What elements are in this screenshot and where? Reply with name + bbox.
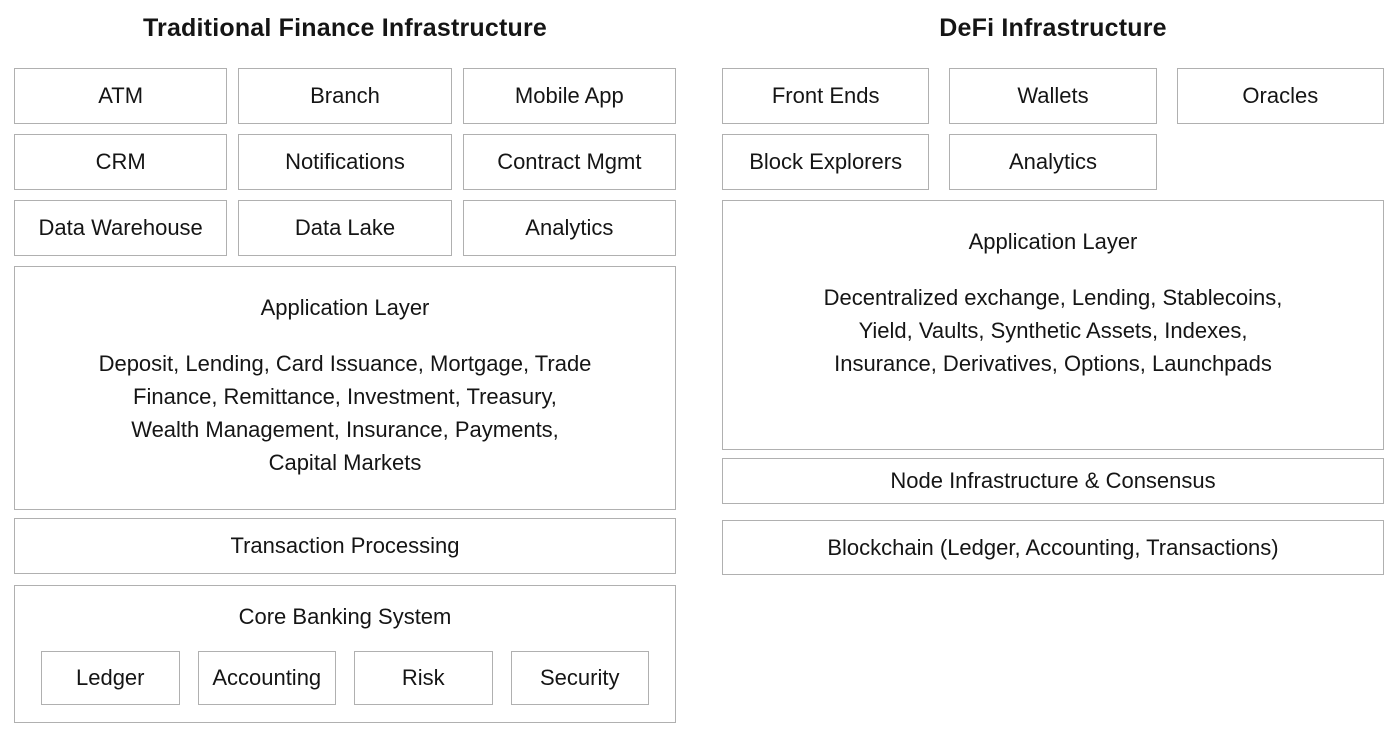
- transaction-processing-box: Transaction Processing: [14, 518, 676, 574]
- core-banking-system-title: Core Banking System: [238, 604, 452, 629]
- tradfi-row-data: Data Warehouse Data Lake Analytics: [14, 200, 676, 256]
- tradfi-column-title: Traditional Finance Infrastructure: [142, 14, 548, 42]
- core-banking-system-box: Core Banking System Ledger Accounting Ri…: [14, 585, 676, 723]
- box-data-lake: Data Lake: [238, 200, 452, 256]
- box-notifications: Notifications: [238, 134, 452, 190]
- box-data-warehouse: Data Warehouse: [14, 200, 228, 256]
- tradfi-column: Traditional Finance Infrastructure ATM B…: [14, 0, 676, 723]
- defi-row-tooling: Block Explorers Analytics: [722, 134, 1384, 190]
- box-atm: ATM: [14, 68, 228, 124]
- tradfi-row-ops: CRM Notifications Contract Mgmt: [14, 134, 676, 190]
- node-infrastructure-box: Node Infrastructure & Consensus: [722, 458, 1384, 504]
- box-oracles: Oracles: [1176, 68, 1384, 124]
- defi-application-layer: Application Layer Decentralized exchange…: [722, 200, 1384, 450]
- tradfi-application-layer-title: Application Layer: [260, 295, 430, 320]
- tradfi-application-layer: Application Layer Deposit, Lending, Card…: [14, 266, 676, 510]
- box-accounting: Accounting: [197, 651, 336, 705]
- core-banking-components-row: Ledger Accounting Risk Security: [41, 651, 649, 705]
- defi-application-layer-body: Decentralized exchange, Lending, Stablec…: [823, 285, 1283, 376]
- box-block-explorers: Block Explorers: [722, 134, 930, 190]
- defi-column: DeFi Infrastructure Front Ends Wallets O…: [722, 0, 1384, 575]
- box-security: Security: [510, 651, 649, 705]
- defi-column-title: DeFi Infrastructure: [939, 14, 1167, 42]
- blockchain-box: Blockchain (Ledger, Accounting, Transact…: [722, 520, 1384, 575]
- box-ledger: Ledger: [41, 651, 180, 705]
- box-branch: Branch: [238, 68, 452, 124]
- tradfi-application-layer-body: Deposit, Lending, Card Issuance, Mortgag…: [98, 351, 592, 475]
- box-wallets: Wallets: [949, 68, 1157, 124]
- box-front-ends: Front Ends: [722, 68, 930, 124]
- box-mobile-app: Mobile App: [462, 68, 676, 124]
- box-crm: CRM: [14, 134, 228, 190]
- box-analytics-tradfi: Analytics: [462, 200, 676, 256]
- tradfi-row-channels: ATM Branch Mobile App: [14, 68, 676, 124]
- defi-application-layer-title: Application Layer: [968, 229, 1138, 254]
- box-analytics-defi: Analytics: [949, 134, 1157, 190]
- box-risk: Risk: [354, 651, 493, 705]
- box-contract-mgmt: Contract Mgmt: [462, 134, 676, 190]
- defi-row-access: Front Ends Wallets Oracles: [722, 68, 1384, 124]
